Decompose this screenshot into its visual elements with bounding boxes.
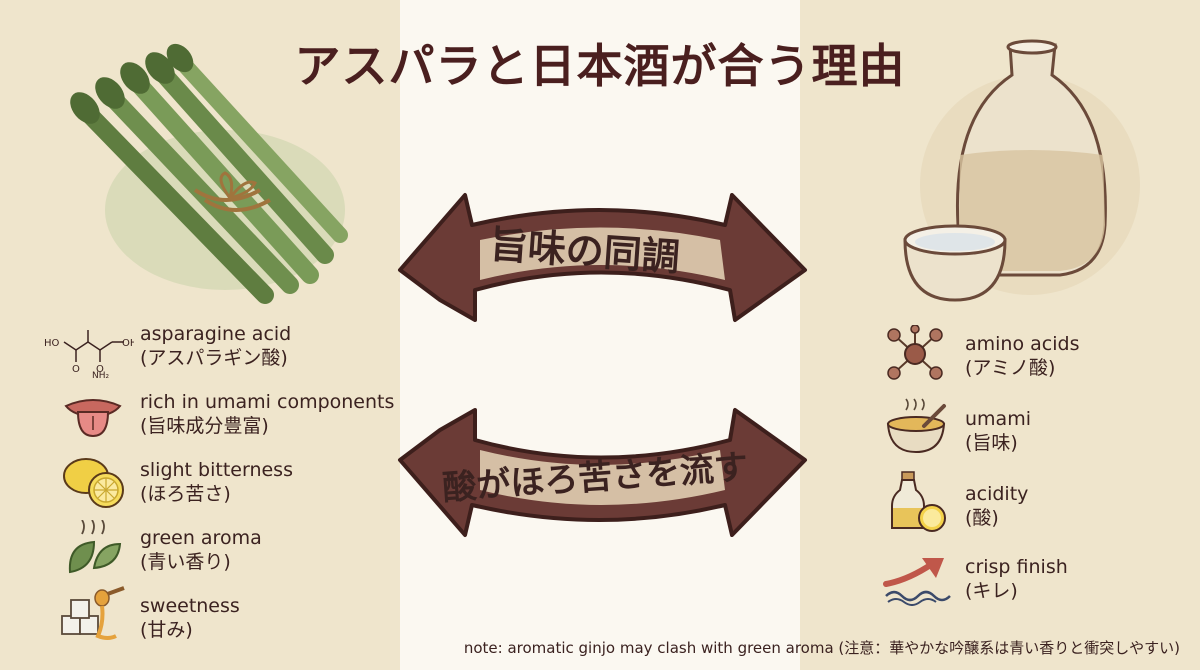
right-item-en: umami [965, 408, 1031, 430]
tongue-icon [64, 399, 122, 438]
molecule-label-ho: HO [44, 338, 60, 349]
left-item-ja: (旨味成分豊富) [140, 415, 269, 437]
right-item-ja: (アミノ酸) [965, 357, 1056, 379]
left-item-ja: (青い香り) [140, 551, 231, 573]
left-item-ja: (甘み) [140, 619, 193, 641]
left-item-ja: (アスパラギン酸) [140, 347, 288, 369]
arrows-diagram: 旨味の同調 酸がほろ苦さを流す [380, 175, 820, 555]
bottom-arrow-band [480, 450, 725, 505]
bottle-lemon-icon [891, 471, 946, 532]
center-panel [400, 0, 800, 670]
right-item-umami: umami (旨味) [965, 407, 1031, 455]
left-item-en: green aroma [140, 527, 262, 549]
left-item-bitterness: slight bitterness (ほろ苦さ) [140, 458, 293, 506]
footnote: note: aromatic ginjo may clash with gree… [463, 639, 1180, 657]
soup-bowl-icon [886, 398, 946, 454]
lemon-icon [63, 458, 124, 508]
top-arrow-band [480, 227, 725, 280]
right-item-ja: (旨味) [965, 432, 1018, 454]
left-item-en: rich in umami components [140, 391, 395, 413]
molecule-label-oh: OH [122, 338, 134, 349]
left-item-green-aroma: green aroma (青い香り) [140, 526, 262, 574]
arrow-wave-icon [883, 558, 951, 606]
asparagus-illustration [70, 43, 348, 304]
left-item-umami-components: rich in umami components (旨味成分豊富) [140, 390, 394, 438]
page-title: アスパラと日本酒が合う理由 [294, 39, 906, 93]
right-item-ja: (酸) [965, 507, 999, 529]
right-item-amino-acids: amino acids (アミノ酸) [965, 332, 1079, 380]
right-item-crisp-finish: crisp finish (キレ) [965, 555, 1068, 603]
left-item-en: slight bitterness [140, 459, 293, 481]
left-item-en: sweetness [140, 595, 240, 617]
molecule-label-o1: O [72, 364, 80, 375]
molecule-label-o2: O [96, 364, 104, 375]
honey-sugar-icon [61, 586, 125, 640]
left-item-asparagine: asparagine acid (アスパラギン酸) [140, 322, 291, 370]
left-item-sweetness: sweetness (甘み) [140, 594, 240, 642]
right-item-ja: (キレ) [965, 580, 1018, 602]
right-item-en: crisp finish [965, 556, 1068, 578]
asparagine-molecule-icon: HO OH O O NH₂ [44, 330, 134, 380]
right-item-acidity: acidity (酸) [965, 482, 1028, 530]
tea-leaf-icon [68, 520, 122, 574]
molecule-icon [887, 325, 943, 380]
right-item-en: amino acids [965, 333, 1080, 355]
left-item-ja: (ほろ苦さ) [140, 483, 231, 505]
left-item-en: asparagine acid [140, 323, 292, 345]
sake-illustration [903, 39, 1140, 302]
arrows-svg [398, 193, 807, 537]
molecule-label-nh2: NH₂ [92, 371, 110, 380]
right-item-en: acidity [965, 483, 1029, 505]
